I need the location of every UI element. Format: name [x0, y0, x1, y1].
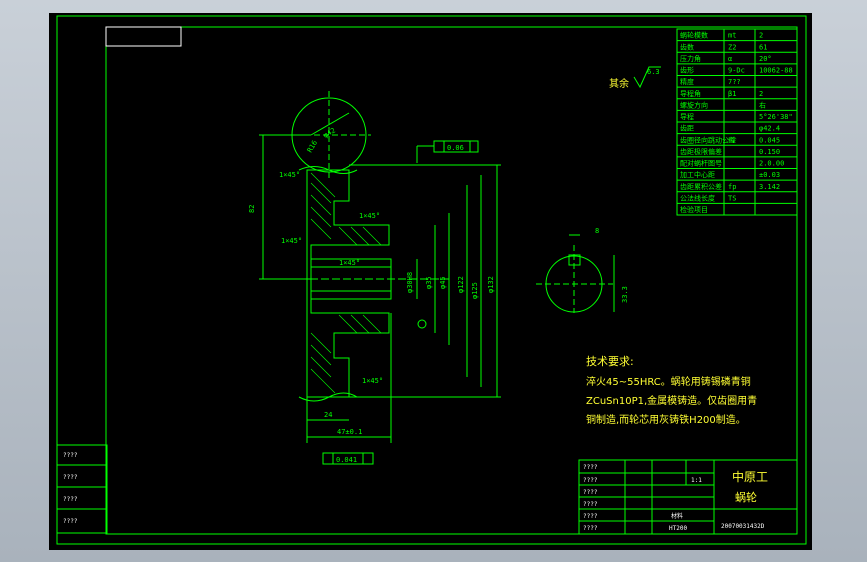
dim-82: 82 [248, 205, 256, 213]
param-cell-0-0: 蜗轮模数 [680, 31, 708, 40]
param-cell-0-1: mt [728, 32, 736, 40]
param-cell-1-0: 齿数 [680, 42, 694, 51]
dim-phi132: φ132 [487, 276, 495, 293]
param-cell-3-0: 齿形 [680, 67, 694, 75]
tolerance-frame-top: 0.06 [416, 140, 479, 163]
param-cell-7-2: 5°26'38" [759, 113, 793, 121]
param-cell-2-2: 20° [759, 55, 772, 63]
param-cell-5-1: β1 [728, 90, 736, 98]
param-cell-11-2: 2.0.00 [759, 160, 784, 168]
param-cell-14-0: 公法线长度 [680, 193, 715, 202]
roughness-symbol: 其余 6.3 [609, 66, 661, 90]
dim-r16: R16 [306, 139, 319, 154]
left-block-cell-2: ???? [63, 496, 78, 503]
tech-line-3: 铜制造,而轮芯用灰铸铁H200制造。 [586, 413, 746, 426]
dim-chamfer-1: 1×45° [279, 171, 300, 179]
param-cell-15-0: 检验项目 [680, 205, 708, 214]
param-cell-3-2: 10062-88 [759, 67, 793, 75]
key-width-dim: 8 [595, 227, 599, 235]
param-cell-12-0: 加工中心距 [680, 170, 715, 179]
left-block: ???? ???? ???? ???? [56, 444, 108, 534]
param-cell-8-2: φ42.4 [759, 125, 780, 133]
dim-47: 47±0.1 [337, 428, 362, 436]
title-block: ???? ???? ???? ???? ???? ???? 1:1 材料 HT2… [578, 459, 798, 535]
param-cell-12-2: ±0.03 [759, 171, 780, 179]
tb-cell-0: ???? [583, 464, 598, 471]
dim-chamfer-4: 1×45° [339, 259, 360, 267]
param-cell-10-0: 齿距极限偏差 [680, 147, 722, 156]
param-cell-1-1: Z2 [728, 43, 736, 51]
tolerance-frame-bottom: 0.041 [322, 452, 374, 465]
param-cell-1-2: 61 [759, 43, 767, 51]
material-value: HT200 [669, 525, 687, 532]
dim-phi35: φ35 [425, 276, 433, 289]
param-cell-9-2: 0.045 [759, 136, 780, 144]
dim-phi30: φ30H8 [406, 272, 414, 293]
dim-24: 24 [324, 411, 332, 419]
inner-frame [105, 26, 798, 535]
tb-cell-5: ???? [583, 525, 598, 532]
corner-box [105, 26, 182, 47]
material-label: 材料 [671, 512, 683, 520]
roughness-note: 其余 [609, 77, 629, 90]
param-cell-13-0: 齿距累积公差 [680, 182, 722, 191]
dim-phi45: φ45 [439, 276, 447, 289]
dim-phi125: φ125 [471, 282, 479, 299]
technical-requirements: 技术要求: 淬火45~55HRC。蜗轮用铸锡磷青铜 ZCuSn10P1,金属模铸… [586, 355, 757, 426]
drawing-number: 20070031432D [721, 523, 765, 530]
tech-line-2: ZCuSn10P1,金属模铸造。仅齿圈用青 [586, 394, 757, 407]
param-cell-3-1: 9-Dc [728, 67, 745, 75]
param-cell-0-2: 2 [759, 32, 763, 40]
tb-cell-2: ???? [583, 489, 598, 496]
param-cell-4-1: 7?? [728, 78, 741, 86]
param-cell-6-0: 螺旋方向 [680, 100, 708, 109]
part-name: 蜗轮 [735, 490, 757, 504]
param-cell-4-0: 精度 [680, 77, 694, 86]
param-cell-14-1: TS [728, 194, 736, 202]
left-block-cell-3: ???? [63, 518, 78, 525]
param-cell-5-2: 2 [759, 90, 763, 98]
school-name: 中原工 [732, 469, 768, 484]
parameter-table: 蜗轮模数 mt 2 齿数 Z2 61 压力角 α 20° 齿形 9-Dc 10062-88 精度 7?? 导… [676, 28, 798, 216]
dim-chamfer-5: 1×45° [362, 377, 383, 385]
gear-section-view: φ42 R16 [248, 91, 501, 465]
param-cell-8-0: 齿距 [680, 125, 694, 133]
param-cell-9-0: 齿圈径向跳动公差 [680, 135, 736, 144]
param-cell-6-2: 右 [759, 100, 766, 109]
param-cell-13-2: 3.142 [759, 183, 780, 191]
param-cell-2-0: 压力角 [680, 54, 701, 63]
left-block-cell-0: ???? [63, 452, 78, 459]
section-height-dim: 33.3 [621, 286, 629, 303]
roughness-value: 6.3 [647, 68, 660, 76]
param-cell-10-2: 0.150 [759, 148, 780, 156]
shaft-section-view: 8 33.3 [536, 227, 629, 313]
tolerance-top-value: 0.06 [447, 144, 464, 152]
dim-chamfer-2: 1×45° [281, 237, 302, 245]
param-cell-2-1: α [728, 55, 732, 63]
tb-cell-1: ???? [583, 477, 598, 484]
tech-title: 技术要求: [586, 355, 634, 368]
left-block-cell-1: ???? [63, 474, 78, 481]
diameter-dimensions: φ30H8 φ35 φ45 φ122 φ125 φ132 [349, 164, 501, 398]
drawing-sheet[interactable]: ???? ???? ???? ???? 蜗轮模数 mt 2 齿数 Z2 61 压力角 α 20°… [49, 13, 812, 550]
tech-line-1: 淬火45~55HRC。蜗轮用铸锡磷青铜 [586, 375, 751, 388]
param-cell-7-0: 导程 [680, 112, 694, 121]
param-cell-9-1: Fr [728, 136, 736, 144]
drawing-canvas: ???? ???? ???? ???? 蜗轮模数 mt 2 齿数 Z2 61 压力角 α 20°… [56, 15, 807, 545]
outer-frame [56, 15, 807, 545]
tolerance-bottom-value: 0.041 [336, 456, 357, 464]
param-cell-5-0: 导程角 [680, 89, 701, 98]
dim-chamfer-3: 1×45° [359, 212, 380, 220]
tb-cell-3: ???? [583, 501, 598, 508]
scale-value: 1:1 [691, 477, 702, 484]
tb-cell-4: ???? [583, 513, 598, 520]
param-cell-13-1: fp [728, 183, 736, 191]
param-cell-11-0: 配对蜗杆图号 [680, 159, 722, 168]
dim-phi122: φ122 [457, 276, 465, 293]
